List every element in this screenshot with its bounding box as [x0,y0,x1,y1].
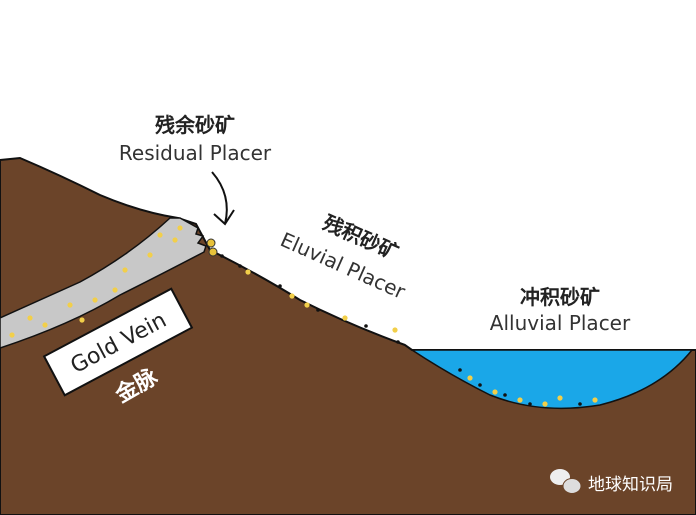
residual-placer-label-cn: 残余砂矿 [155,113,235,137]
gold-grain [112,287,118,293]
gold-grain [492,389,498,395]
gold-grain [542,401,548,407]
gold-grain [92,297,98,303]
gold-grain [517,397,523,403]
black-sand-grain [364,324,368,328]
gold-grain [592,397,598,403]
gold-grain [342,315,348,321]
gold-grain [245,269,251,275]
gold-grain [172,237,178,243]
gold-grain [304,302,310,308]
gold-grain [67,302,73,308]
gold-grain [157,232,163,238]
black-sand-grain [220,254,224,258]
black-sand-grain [316,308,320,312]
gold-grain [122,267,128,273]
gold-nugget [208,247,218,257]
arrow-icon [211,171,235,226]
gold-vein-band [0,217,207,349]
river-water [409,349,694,410]
gold-grain [79,317,85,323]
black-sand-grain [503,393,507,397]
gold-grain [289,293,295,299]
gold-grain [42,322,48,328]
alluvial-placer-label: Alluvial Placer [490,311,631,335]
residual-placer-label: Residual Placer [119,141,272,165]
black-sand-grain [278,284,282,288]
black-sand-grain [238,264,242,268]
gold-grain [147,252,153,258]
wechat-icon [550,469,582,494]
black-sand-grain [458,368,462,372]
gold-grain [467,375,473,381]
black-sand-grain [396,340,400,344]
watermark-text: 地球知识局 [588,475,673,495]
gold-nugget [206,238,216,248]
gold-grain [557,395,563,401]
black-sand-grain [578,402,582,406]
gold-grain [392,327,398,333]
gold-grains [9,225,598,407]
gold-grain [9,332,15,338]
black-sand-grain [528,402,532,406]
gold-grain [27,315,33,321]
gold-vein-label-box [42,287,194,397]
alluvial-placer-label-cn: 冲积砂矿 [520,285,600,309]
gold-grain [177,225,183,231]
black-sand-grain [478,383,482,387]
